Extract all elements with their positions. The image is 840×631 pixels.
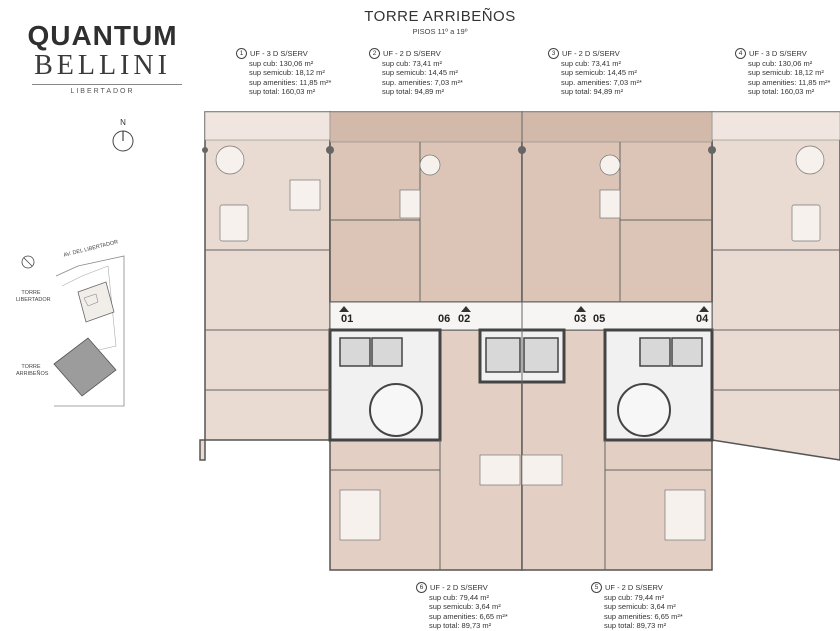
site-tower-arribenos: TORRE ARRIBEÑOS <box>16 364 49 377</box>
unit-covered-area: sup cub: 130,06 m² <box>748 59 813 68</box>
unit-semicovered-area: sup semicub: 18,12 m² <box>748 68 824 78</box>
brand-tagline: LIBERTADOR <box>70 88 135 95</box>
unit-total-area: sup total: 89,73 m² <box>429 621 492 631</box>
unit-number-badge: 5 <box>591 582 602 593</box>
unit-semicovered-area: sup semicub: 3,64 m² <box>429 602 501 612</box>
north-arrow: N <box>108 118 138 158</box>
plan-label-04: 04 <box>696 313 709 325</box>
unit-semicovered-area: sup semicub: 18,12 m² <box>249 68 325 78</box>
structural-columns <box>202 146 716 154</box>
unit-type: UF - 2 D S/SERV <box>605 582 663 592</box>
unit-total-area: sup total: 89,73 m² <box>604 621 667 631</box>
plan-label-01: 01 <box>341 313 354 325</box>
site-tower-libertador: TORRE LIBERTADOR <box>16 290 51 303</box>
unit-covered-area: sup cub: 79,44 m² <box>429 593 490 602</box>
unit-type: UF - 2 D S/SERV <box>430 582 488 592</box>
unit-amenities-area: sup. amenities: 7,03 m²* <box>561 77 642 87</box>
plan-label-02: 02 <box>458 313 471 325</box>
unit-type: UF - 2 D S/SERV <box>562 48 620 58</box>
plan-label-06: 06 <box>438 313 451 325</box>
unit-semicovered-area: sup semicub: 14,45 m² <box>382 68 458 78</box>
unit-total-area: sup total: 160,03 m² <box>249 87 316 97</box>
unit-number-badge: 1 <box>236 48 247 59</box>
unit-total-area: sup total: 94,89 m² <box>382 87 445 97</box>
unit-number-badge: 2 <box>369 48 380 59</box>
unit-amenities-area: sup. amenities: 7,03 m²* <box>382 77 463 87</box>
north-label: N <box>120 118 126 127</box>
furniture <box>215 145 825 541</box>
brand-name: QUANTUM <box>27 20 178 51</box>
unit-semicovered-area: sup semicub: 14,45 m² <box>561 68 637 78</box>
unit-amenities-area: sup amenities: 6,65 m²* <box>604 611 683 621</box>
unit-markers <box>339 306 709 312</box>
brand-subname: BELLINI <box>34 50 171 81</box>
unit-amenities-area: sup amenities: 11,85 m²* <box>748 77 831 87</box>
plan-title: TORRE ARRIBEÑOS <box>364 8 516 25</box>
plan-label-05: 05 <box>593 313 606 325</box>
unit-number-badge: 4 <box>735 48 746 59</box>
interior-walls <box>205 112 840 570</box>
unit-covered-area: sup cub: 79,44 m² <box>604 593 665 602</box>
compass-icon <box>112 130 134 152</box>
unit-semicovered-area: sup semicub: 3,64 m² <box>604 602 676 612</box>
unit-total-area: sup total: 94,89 m² <box>561 87 624 97</box>
unit-number-badge: 6 <box>416 582 427 593</box>
unit-number-badge: 3 <box>548 48 559 59</box>
site-plan-drawing <box>21 255 125 407</box>
unit-amenities-area: sup amenities: 6,65 m²* <box>429 611 508 621</box>
unit-covered-area: sup cub: 73,41 m² <box>561 59 622 68</box>
plan-label-03: 03 <box>574 313 587 325</box>
unit-covered-area: sup cub: 73,41 m² <box>382 59 443 68</box>
unit-amenities-area: sup amenities: 11,85 m²* <box>249 77 332 87</box>
unit-type: UF - 3 D S/SERV <box>749 48 807 58</box>
plan-subtitle: PISOS 11º a 19º <box>412 27 468 36</box>
site-plan: AV. DEL LIBERTADOR TORRE LIBERTADOR TORR… <box>16 239 128 414</box>
unit-type: UF - 2 D S/SERV <box>383 48 441 58</box>
unit-total-area: sup total: 160,03 m² <box>748 87 815 97</box>
unit-type: UF - 3 D S/SERV <box>250 48 308 58</box>
circulation-core <box>328 301 714 442</box>
brand-divider <box>32 84 182 85</box>
unit-covered-area: sup cub: 130,06 m² <box>249 59 314 68</box>
